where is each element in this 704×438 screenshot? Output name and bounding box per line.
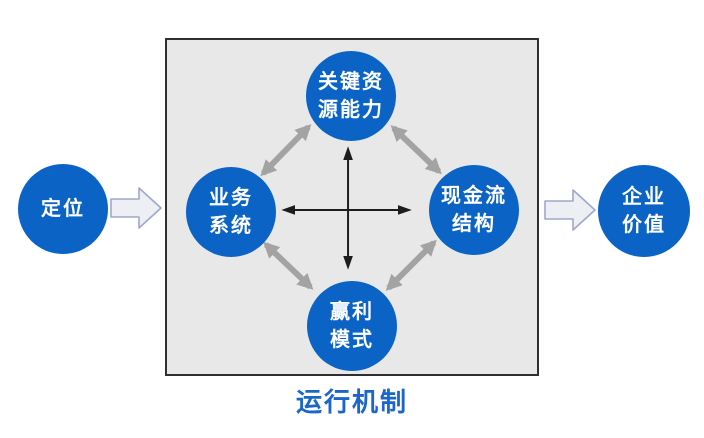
double-headed-gray-arrow-icon — [260, 124, 312, 177]
node-business-system-line1: 业务 — [209, 186, 253, 209]
double-headed-gray-arrow-icon — [263, 241, 314, 290]
connector-arrows — [260, 124, 442, 291]
node-key-resources: 关键资 源能力 — [306, 51, 396, 141]
node-enterprise-value-line1: 企业 — [622, 185, 666, 208]
node-cash-flow-line2: 结构 — [452, 213, 496, 235]
double-headed-gray-arrow-icon — [390, 125, 442, 175]
node-business-system: 业务 系统 — [186, 167, 276, 257]
node-enterprise-value-line2: 价值 — [622, 214, 666, 236]
node-enterprise-value: 企业 价值 — [598, 165, 690, 257]
right-block-arrow-shape — [110, 187, 162, 229]
node-cash-flow-line1: 现金流 — [441, 184, 507, 207]
right-block-arrow-icon — [544, 189, 596, 231]
double-headed-gray-arrow-icon — [385, 239, 437, 291]
node-key-resources-line1: 关键资 — [318, 70, 384, 93]
node-profit-model-line1: 赢利 — [330, 300, 374, 323]
node-profit-model-line2: 模式 — [330, 329, 374, 351]
diagram-title: 运行机制 — [295, 387, 408, 417]
node-key-resources-line2: 源能力 — [318, 99, 384, 121]
node-positioning: 定位 — [18, 164, 108, 254]
node-profit-model: 赢利 模式 — [307, 281, 397, 371]
node-cash-flow: 现金流 结构 — [429, 165, 519, 255]
node-positioning-label: 定位 — [41, 197, 85, 220]
operating-mechanism-box: 关键资 源能力 业务 系统 现金流 结构 赢利 模式 — [165, 38, 539, 376]
right-block-arrow-icon — [110, 187, 162, 229]
node-business-system-line2: 系统 — [209, 215, 253, 237]
right-block-arrow-shape — [544, 189, 596, 231]
